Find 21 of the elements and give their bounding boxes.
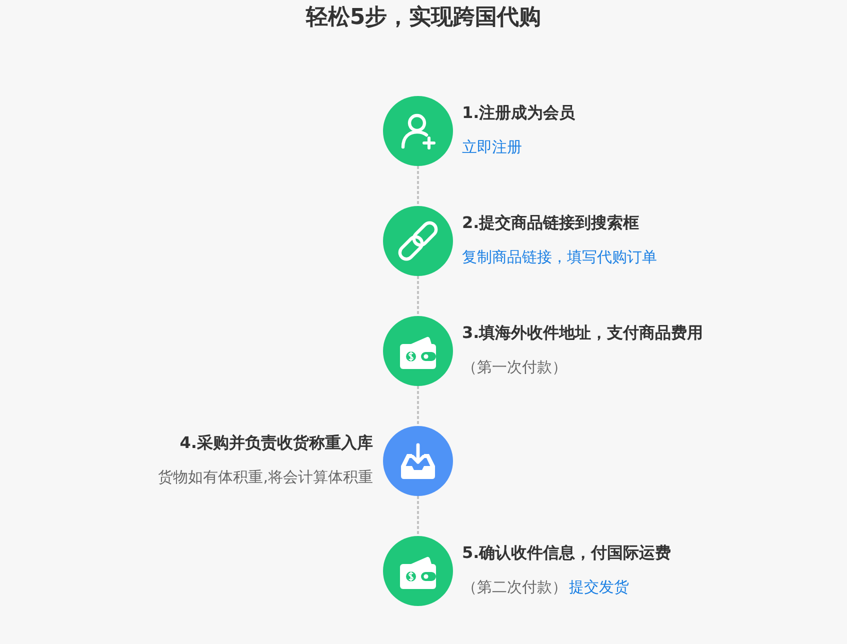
page-title: 轻松5步，实现跨国代购	[306, 5, 542, 30]
step-title: 4.采购并负责收货称重入库	[180, 432, 373, 454]
step-title: 3.填海外收件地址，支付商品费用	[462, 322, 704, 344]
step-title: 2.提交商品链接到搜索框	[462, 212, 640, 234]
text-link: 复制商品链接，填写代购订单	[462, 247, 657, 268]
connector-line	[417, 166, 419, 206]
link-icon	[383, 206, 453, 276]
connector-line	[417, 496, 419, 536]
wallet-icon	[383, 316, 453, 386]
inbox-download-icon	[383, 426, 453, 496]
wallet-icon	[383, 536, 453, 606]
user-add-icon	[383, 96, 453, 166]
connector-line	[417, 386, 419, 426]
step-note: 货物如有体积重,将会计算体积重	[158, 467, 373, 488]
text-link: 立即注册	[462, 137, 522, 158]
text-link: 提交发货	[569, 577, 629, 598]
step-note: （第一次付款）	[462, 357, 567, 378]
step-title: 5.确认收件信息，付国际运费	[462, 542, 672, 564]
step-note: （第二次付款）	[462, 577, 567, 598]
step-title: 1.注册成为会员	[462, 102, 576, 124]
connector-line	[417, 276, 419, 316]
